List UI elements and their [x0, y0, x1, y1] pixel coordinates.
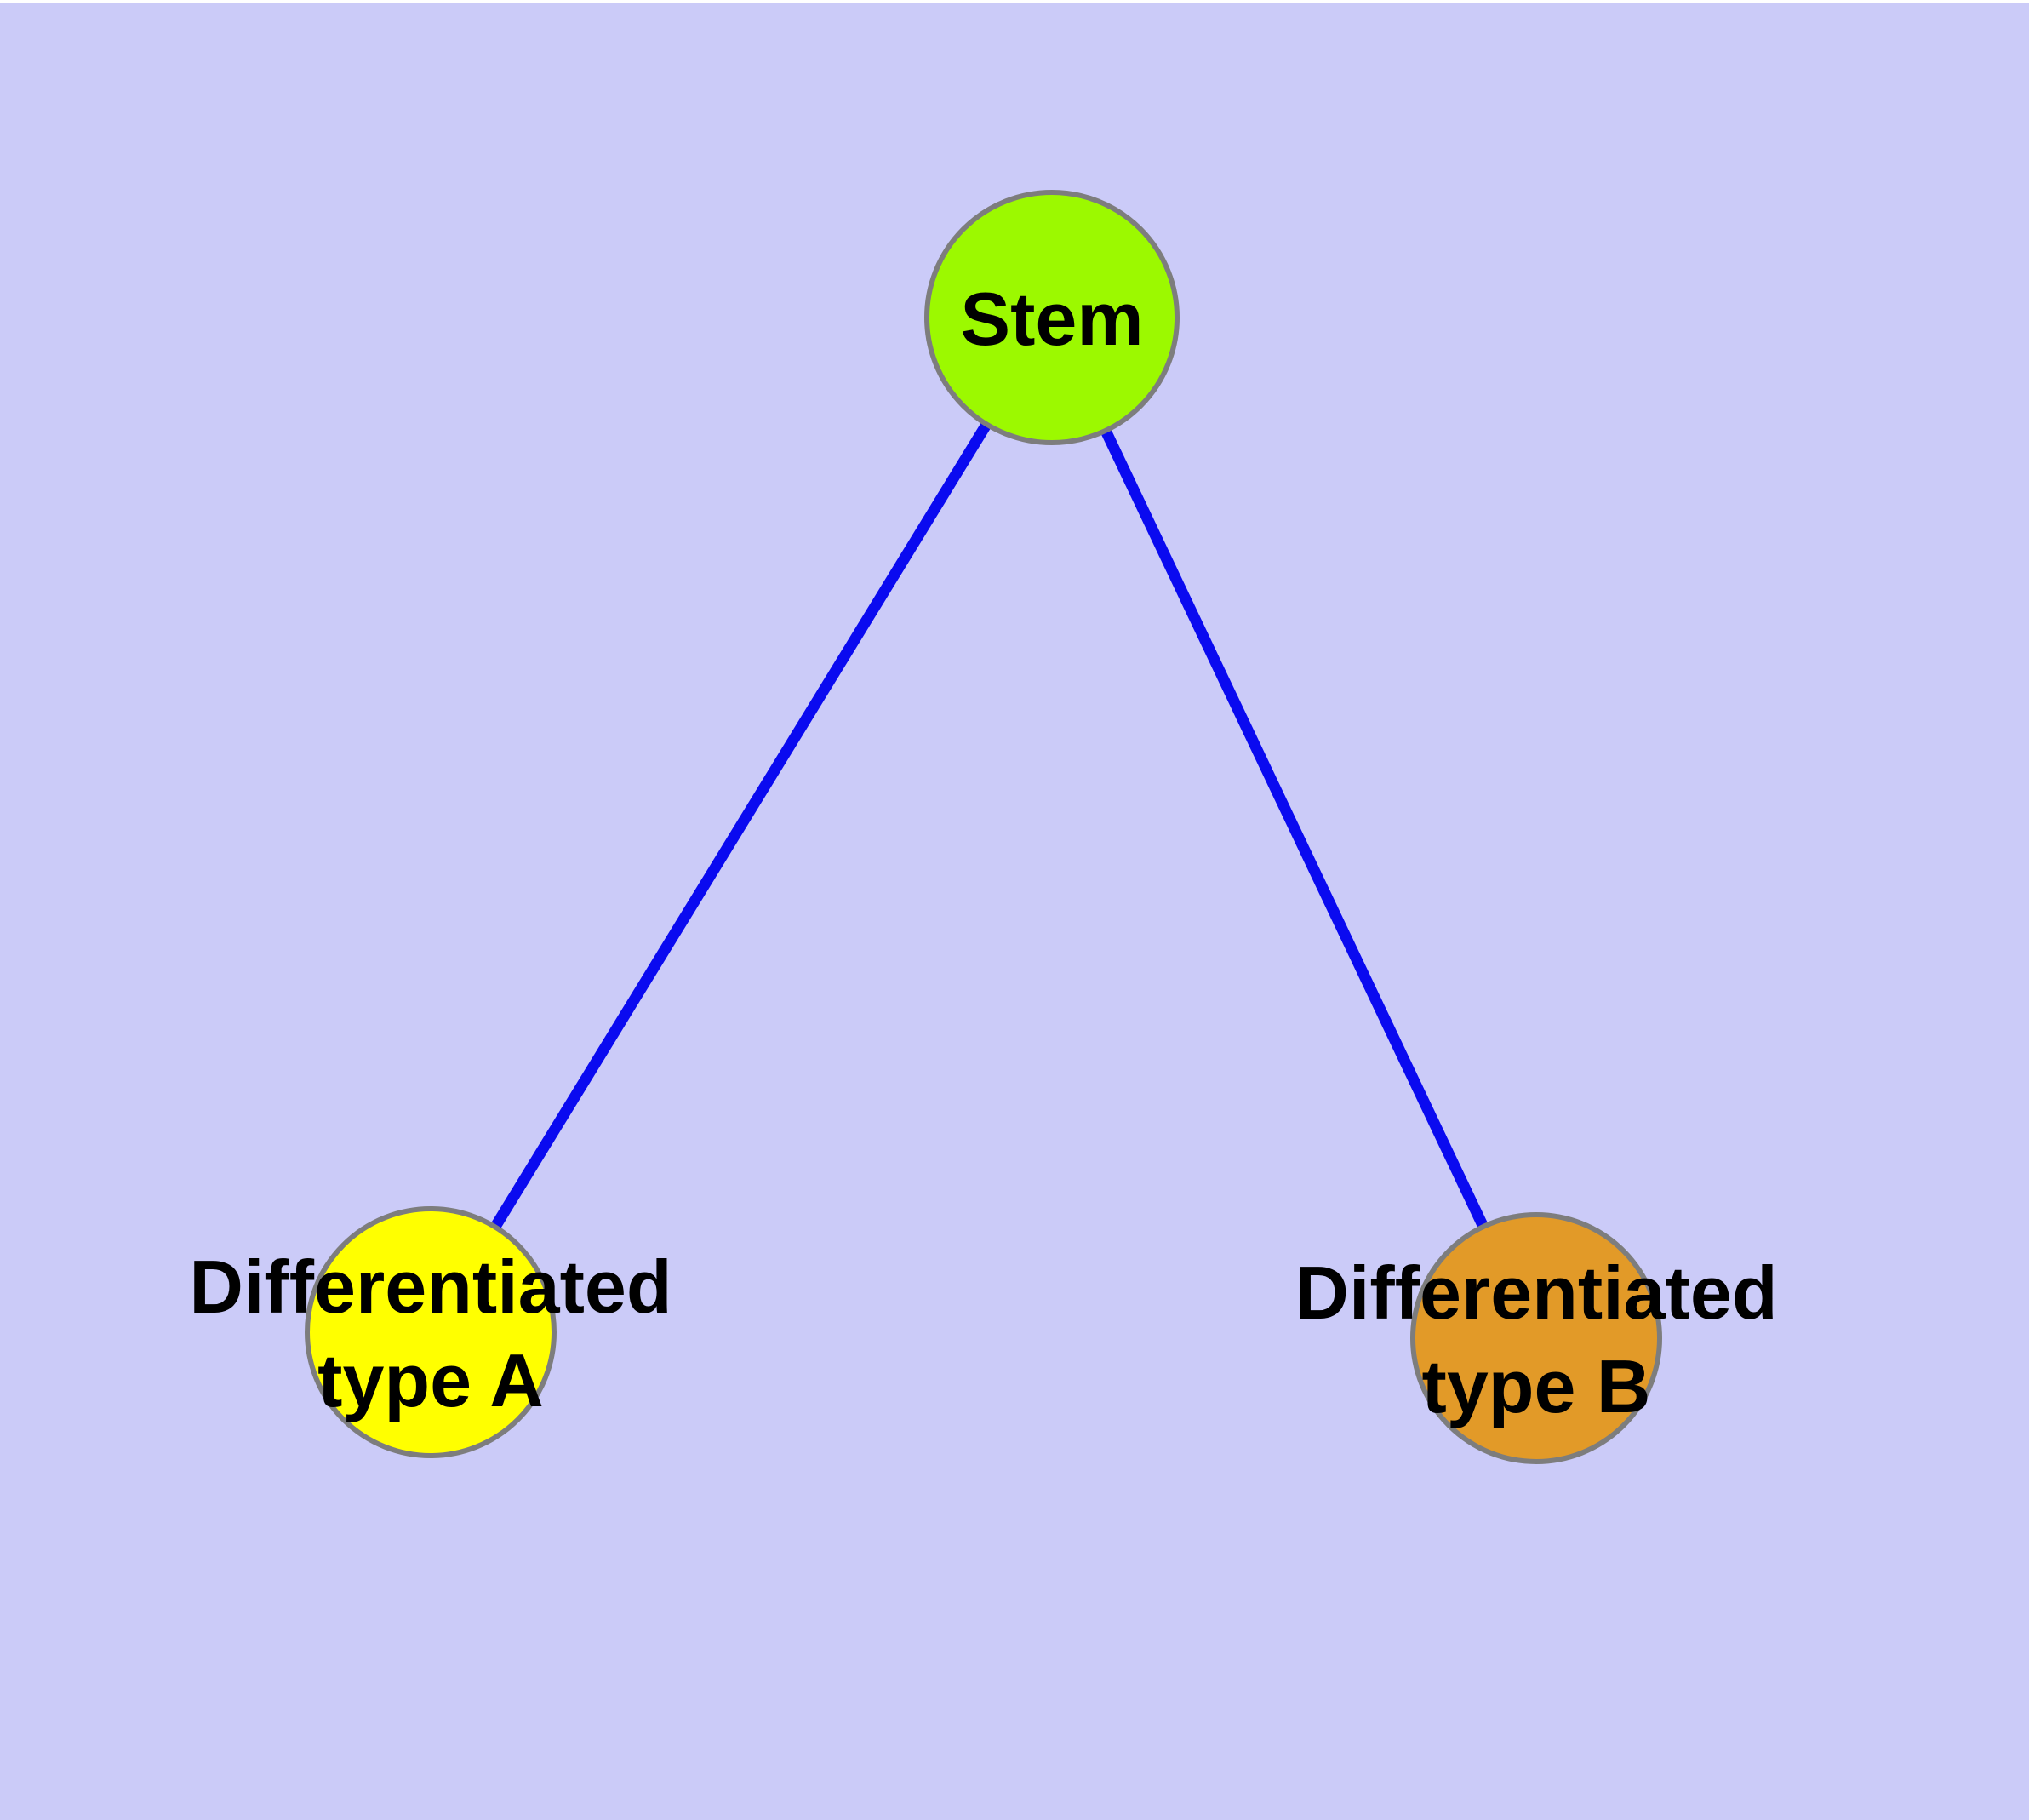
node-type-a-circle [305, 1206, 557, 1458]
edge-stem-to-type-b [1047, 315, 1541, 1341]
node-stem-circle [924, 190, 1180, 445]
node-type-b-circle [1410, 1212, 1662, 1464]
top-margin-strip [0, 0, 2029, 3]
edge-stem-to-type-a [426, 314, 1057, 1336]
